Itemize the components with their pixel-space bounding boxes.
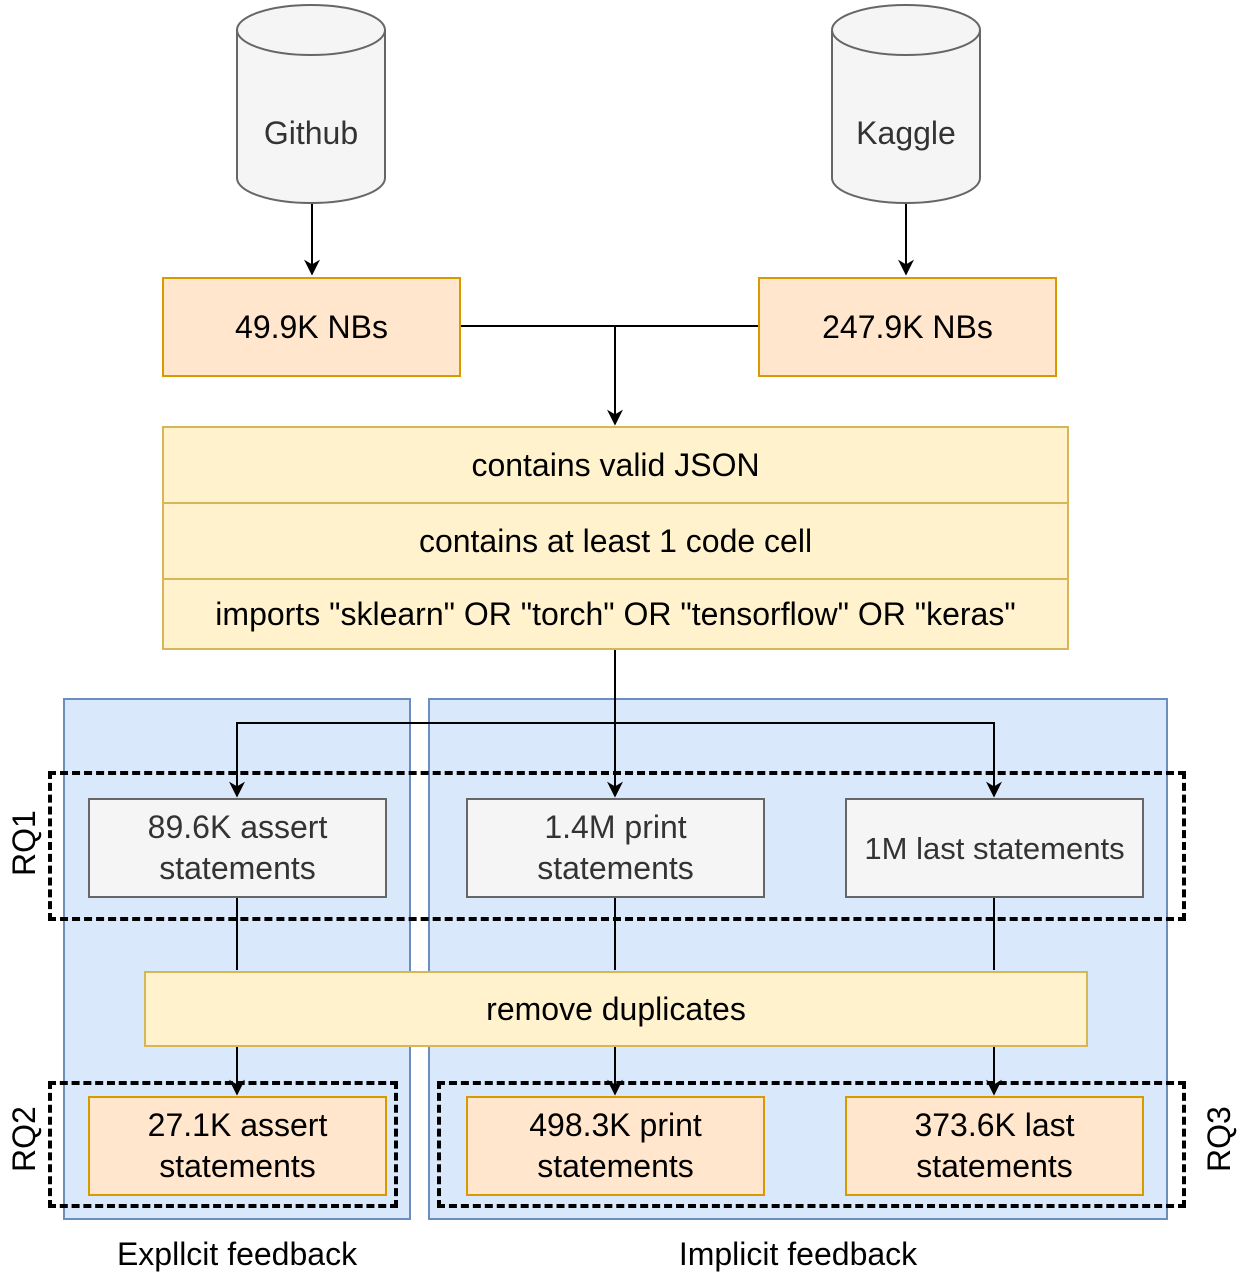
explicit-feedback-caption: Expllcit feedback	[116, 1236, 358, 1272]
rq3-label: RQ3	[1201, 1106, 1237, 1172]
filter-stack: contains valid JSON contains at least 1 …	[162, 426, 1069, 650]
implicit-feedback-caption: Implicit feedback	[678, 1236, 918, 1272]
final-assert-box: 27.1K assert statements	[88, 1096, 387, 1196]
filter-valid-json: contains valid JSON	[164, 428, 1067, 504]
rq1-region	[48, 771, 1186, 921]
assert-statements-box: 89.6K assert statements	[88, 798, 387, 898]
final-print-box: 498.3K print statements	[466, 1096, 765, 1196]
rq3-region	[437, 1081, 1186, 1208]
github-notebooks-box: 49.9K NBs	[162, 277, 461, 377]
filter-imports: imports "sklearn" OR "torch" OR "tensorf…	[215, 595, 1016, 632]
print-statements-box: 1.4M print statements	[466, 798, 765, 898]
remove-duplicates-box: remove duplicates	[144, 971, 1088, 1047]
github-database-icon	[236, 4, 386, 204]
rq2-region	[48, 1081, 398, 1208]
last-statements-box: 1M last statements	[845, 798, 1144, 898]
rq2-label: RQ2	[6, 1106, 42, 1172]
final-last-box: 373.6K last statements	[845, 1096, 1144, 1196]
github-label: Github	[263, 115, 359, 151]
kaggle-database-icon	[831, 4, 981, 204]
kaggle-label: Kaggle	[856, 115, 956, 151]
kaggle-notebooks-box: 247.9K NBs	[758, 277, 1057, 377]
rq1-label: RQ1	[6, 810, 42, 876]
filter-code-cell: contains at least 1 code cell	[164, 504, 1067, 580]
